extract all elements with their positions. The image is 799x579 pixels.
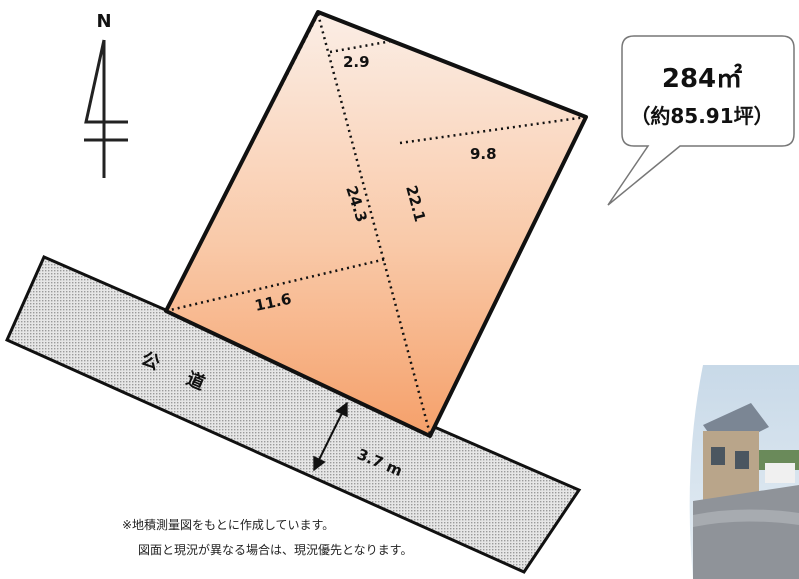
measurement-lines — [164, 13, 587, 435]
note-line-1: ※地積測量図をもとに作成しています。 — [122, 518, 335, 532]
road-width-arrow — [313, 401, 348, 472]
area-callout: 284㎡ （約85.91坪） — [610, 42, 794, 154]
lot-boundary — [164, 10, 588, 438]
dim-top-width: 2.9 — [343, 53, 370, 71]
area-tsubo-value: （約85.91坪） — [630, 104, 774, 128]
area-value: 284㎡ — [661, 64, 743, 94]
dim-right-offset: 9.8 — [470, 145, 497, 163]
street-photo — [681, 365, 799, 579]
note-line-2: 図面と現況が異なる場合は、現況優先となります。 — [138, 543, 413, 557]
north-label: N — [96, 11, 111, 32]
north-arrow: N — [84, 11, 128, 178]
area-callout-bubble — [607, 35, 795, 206]
